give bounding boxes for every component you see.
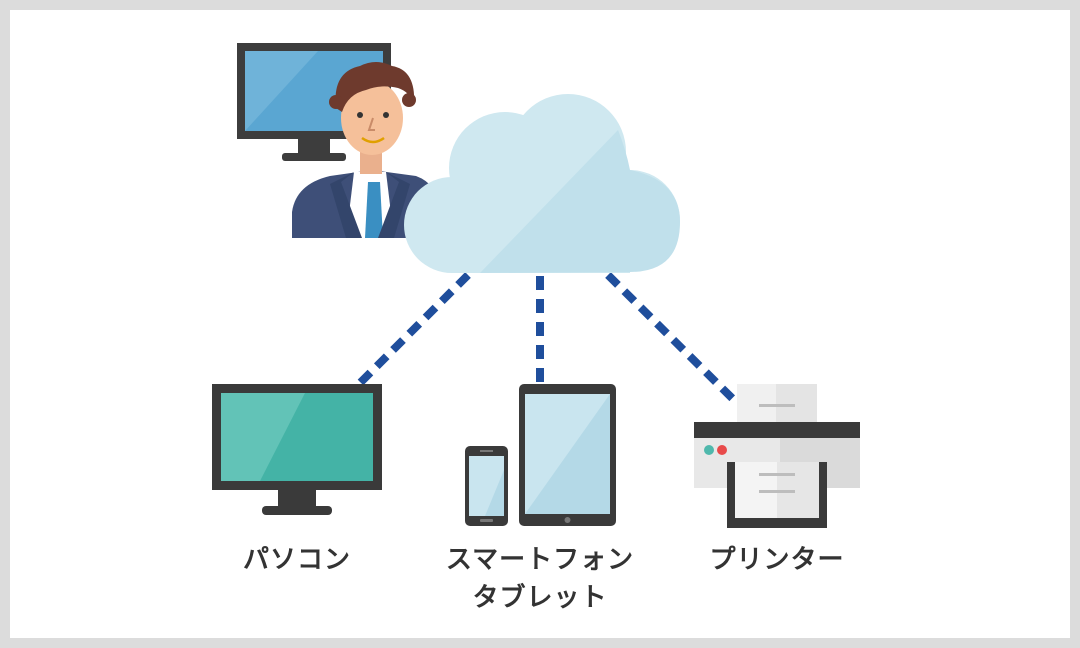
pc-label: パソコン [217, 543, 377, 577]
mobile-label-line2: タブレット [472, 583, 608, 613]
connection-line-printer [605, 272, 741, 407]
smartphone-icon [465, 446, 508, 526]
connection-line-pc [357, 272, 471, 386]
mobile-label: スマートフォン タブレット [420, 543, 660, 615]
tablet-icon [519, 384, 616, 526]
mobile-label-line1: スマートフォン [445, 545, 635, 575]
connection-lines [357, 272, 741, 407]
printer-icon [694, 384, 860, 528]
pc-label-text: パソコン [242, 545, 351, 575]
monitor-icon [212, 384, 382, 515]
person-icon [292, 62, 440, 238]
cloud-icon [404, 94, 680, 273]
printer-label-text: プリンター [709, 545, 845, 575]
printer-label: プリンター [697, 543, 857, 577]
